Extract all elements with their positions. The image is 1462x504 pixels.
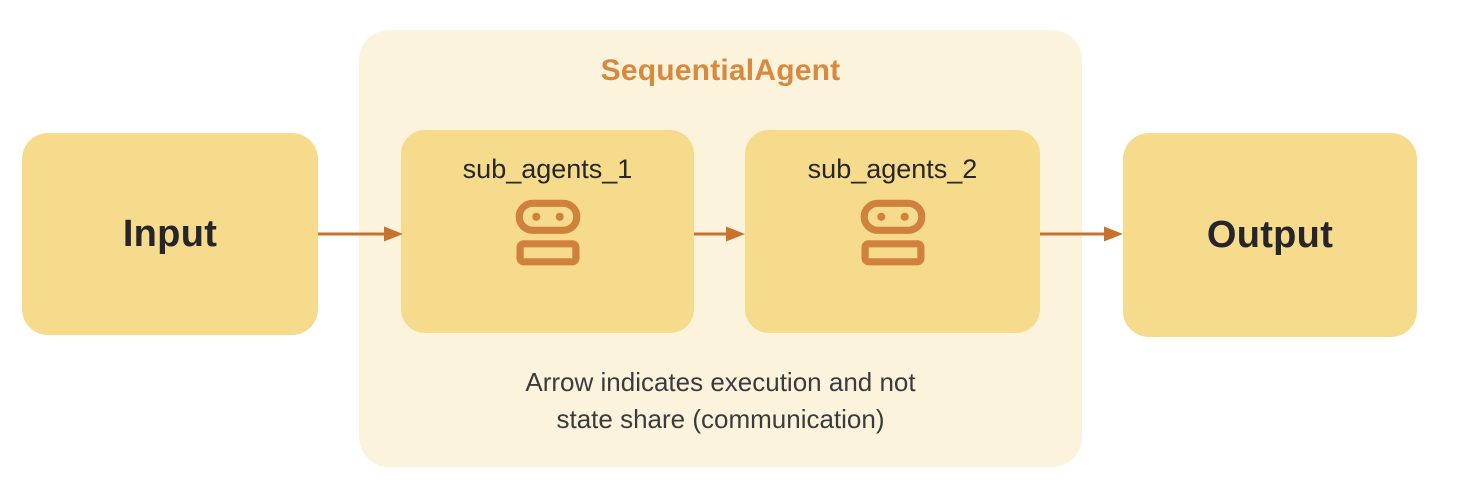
input-label: Input bbox=[122, 212, 218, 255]
agent-label: sub_agents_1 bbox=[462, 154, 633, 184]
note-line: state share (communication) bbox=[556, 404, 885, 434]
robot-icon bbox=[515, 199, 580, 266]
agent-label: sub_agents_2 bbox=[807, 154, 978, 184]
group-note: Arrow indicates execution and not state … bbox=[359, 364, 1082, 438]
robot-icon bbox=[860, 199, 925, 266]
note-line: Arrow indicates execution and not bbox=[525, 367, 916, 397]
agent-node-1: sub_agents_1 bbox=[401, 130, 694, 333]
output-node: Output bbox=[1123, 133, 1417, 337]
output-label: Output bbox=[1206, 213, 1334, 256]
group-title: SequentialAgent bbox=[600, 54, 841, 87]
input-node: Input bbox=[22, 133, 318, 335]
agent-node-2: sub_agents_2 bbox=[745, 130, 1040, 333]
